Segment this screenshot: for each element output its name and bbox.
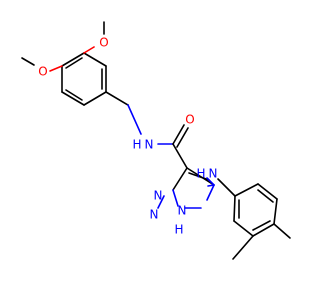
molecule-diagram: O O O N H N H N N N H (21, 21, 291, 260)
bond (105, 91, 129, 106)
atom-label-nitrogen: N (209, 167, 218, 181)
bond (176, 127, 189, 148)
bond (252, 220, 271, 231)
bond (188, 172, 210, 181)
bond (127, 104, 142, 135)
atom-label-hydrogen: H (174, 223, 183, 237)
bond (172, 189, 179, 207)
atom-label-nitrogen: N (178, 204, 187, 218)
bond (257, 189, 274, 203)
bond (252, 223, 275, 237)
bond (61, 52, 85, 67)
bond (206, 184, 215, 201)
bond (217, 178, 236, 197)
bond (233, 195, 236, 222)
bond-layer (21, 21, 291, 260)
bond (172, 167, 188, 191)
bond (65, 57, 83, 69)
bond (233, 220, 254, 237)
bond (273, 198, 278, 225)
bond (234, 183, 259, 197)
atom-label-oxygen: O (185, 113, 194, 127)
bond (83, 52, 107, 67)
atom-label-nitrogen: N (154, 189, 163, 203)
bond (49, 65, 63, 72)
bond (172, 143, 188, 169)
bond (21, 57, 35, 66)
atom-label-oxygen: O (99, 36, 108, 50)
bond (83, 91, 107, 106)
bond (207, 184, 215, 187)
bond (273, 223, 291, 239)
bond (65, 89, 83, 101)
bond (257, 183, 278, 200)
bond (157, 195, 165, 209)
atom-label-layer: O O O N H N H N N N H (38, 36, 217, 237)
bond (206, 177, 215, 186)
atom-label-hydrogen: H (196, 167, 205, 181)
bond (232, 235, 254, 260)
bond (61, 91, 85, 106)
atom-label-nitrogen: N (150, 208, 159, 222)
atom-label-nitrogen: N (145, 138, 154, 152)
bond (172, 124, 185, 145)
bond (83, 46, 95, 54)
atom-label-oxygen: O (38, 65, 47, 79)
atom-label-hydrogen: H (132, 138, 141, 152)
